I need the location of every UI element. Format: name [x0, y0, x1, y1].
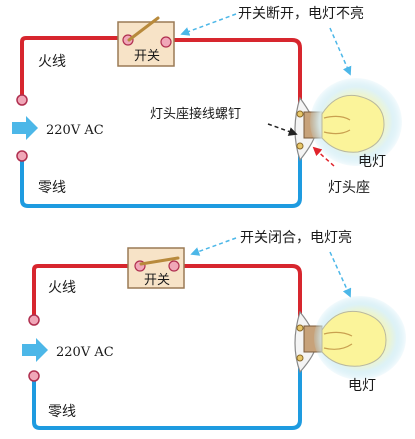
socket-screw-top	[296, 110, 304, 118]
socket-pointer	[312, 146, 335, 167]
live-label: 火线	[48, 280, 76, 296]
callout-text: 开关断开，电灯不亮	[238, 5, 364, 22]
screw-label: 灯头座接线螺钉	[150, 106, 241, 122]
source-terminal-top	[28, 314, 40, 326]
socket-screw-bottom	[296, 354, 304, 362]
bulb-filament	[323, 115, 351, 135]
source-label: 220V AC	[46, 123, 104, 138]
switch-lever-closed	[139, 256, 180, 266]
callout-arrow	[190, 237, 237, 256]
socket-label: 灯头座	[328, 180, 370, 196]
bulb-glass	[321, 94, 385, 153]
lamp-label: 电灯	[348, 378, 376, 394]
callout-text: 开关闭合，电灯亮	[240, 229, 352, 246]
callout-to-lamp-arrow	[329, 251, 352, 298]
neutral-wire	[32, 356, 302, 430]
source-arrow-icon	[22, 338, 48, 362]
screw-pointer	[267, 123, 298, 136]
switch-contact-right	[168, 260, 180, 272]
switch-label: 开关	[134, 49, 160, 64]
neutral-wire	[20, 148, 302, 208]
source-label: 220V AC	[56, 345, 114, 360]
callout-to-lamp-arrow	[329, 27, 352, 76]
neutral-label: 零线	[48, 404, 76, 420]
callout-arrow	[180, 13, 237, 36]
live-label: 火线	[38, 54, 66, 70]
live-wire	[20, 36, 302, 112]
switch-lever-open	[127, 16, 160, 42]
diagram-switch-open: 开关 开关断开，电灯不亮 火线 零线 220V AC 灯头座接线螺钉 电灯 灯头…	[12, 5, 402, 208]
diagram-switch-closed: 开关 开关闭合，电灯亮 火线 零线 220V AC 电灯	[22, 229, 406, 430]
source-arrow-icon	[12, 116, 38, 140]
lamp-label: 电灯	[358, 154, 386, 170]
bulb-filament	[323, 331, 353, 350]
source-terminal-bottom	[16, 150, 28, 162]
source-terminal-top	[16, 94, 28, 106]
socket-screw-top	[296, 324, 304, 332]
neutral-label: 零线	[38, 180, 66, 196]
source-terminal-bottom	[28, 370, 40, 382]
switch-contact-right	[160, 36, 172, 48]
switch-label: 开关	[144, 273, 170, 288]
socket-screw-bottom	[296, 142, 304, 150]
bulb-glass	[321, 310, 387, 367]
